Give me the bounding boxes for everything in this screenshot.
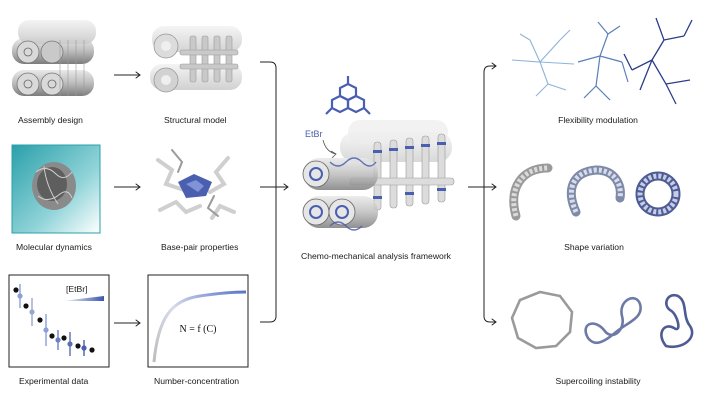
experimental-point [23,303,29,309]
structural-model-label: Structural model [164,115,227,125]
experimental-point [13,287,19,293]
framework-bundle-figure [302,120,455,231]
arrow-dynamics-to-basepair [114,183,141,191]
experimental-point [81,345,87,351]
shape-variation-label: Shape variation [564,242,624,252]
experimental-point [37,317,43,323]
flexibility-modulation-label: Flexibility modulation [558,115,638,125]
experimental-point [75,343,81,349]
shape-variation-figure [509,163,681,221]
experimental-point [61,335,67,341]
etbr-label: EtBr [305,129,323,139]
supercoiling-instability-figure [510,290,694,350]
number-concentration-equation: N = f (C) [179,324,216,335]
experimental-data-label: Experimental data [19,376,88,386]
base-pair-label: Base-pair properties [161,242,238,252]
etbr-molecule-icon [325,76,371,115]
assembly-design-label: Assembly design [18,115,83,125]
structural-model-figure [150,26,242,93]
experimental-point [49,333,55,339]
number-concentration-figure: N = f (C) [147,274,249,368]
experimental-point [89,347,95,353]
converging-bracket [260,61,289,323]
experimental-point [29,309,35,315]
experimental-point [17,293,23,299]
supercoiling-instability-label: Supercoiling instability [555,376,641,386]
number-concentration-label: Number-concentration [154,376,239,386]
diverging-bracket [468,62,497,326]
etbr-legend-label: [EtBr] [66,284,88,294]
experimental-point [55,337,61,343]
framework-label: Chemo-mechanical analysis framework [301,251,452,261]
experimental-point [67,341,73,347]
concentration-wedge [62,296,104,301]
molecular-dynamics-figure [11,144,101,234]
assembly-design-figure [12,20,96,96]
base-pair-figure [156,149,236,220]
bundle-end-caps [302,160,356,226]
molecular-dynamics-label: Molecular dynamics [16,242,92,252]
experimental-point [43,327,49,333]
flexibility-modulation-figure [511,17,693,105]
etbr-curved-arrow [322,139,337,155]
experimental-data-figure: [EtBr] [8,274,110,368]
arrow-experimental-to-number [114,319,141,327]
arrow-assembly-to-structural [114,71,141,79]
